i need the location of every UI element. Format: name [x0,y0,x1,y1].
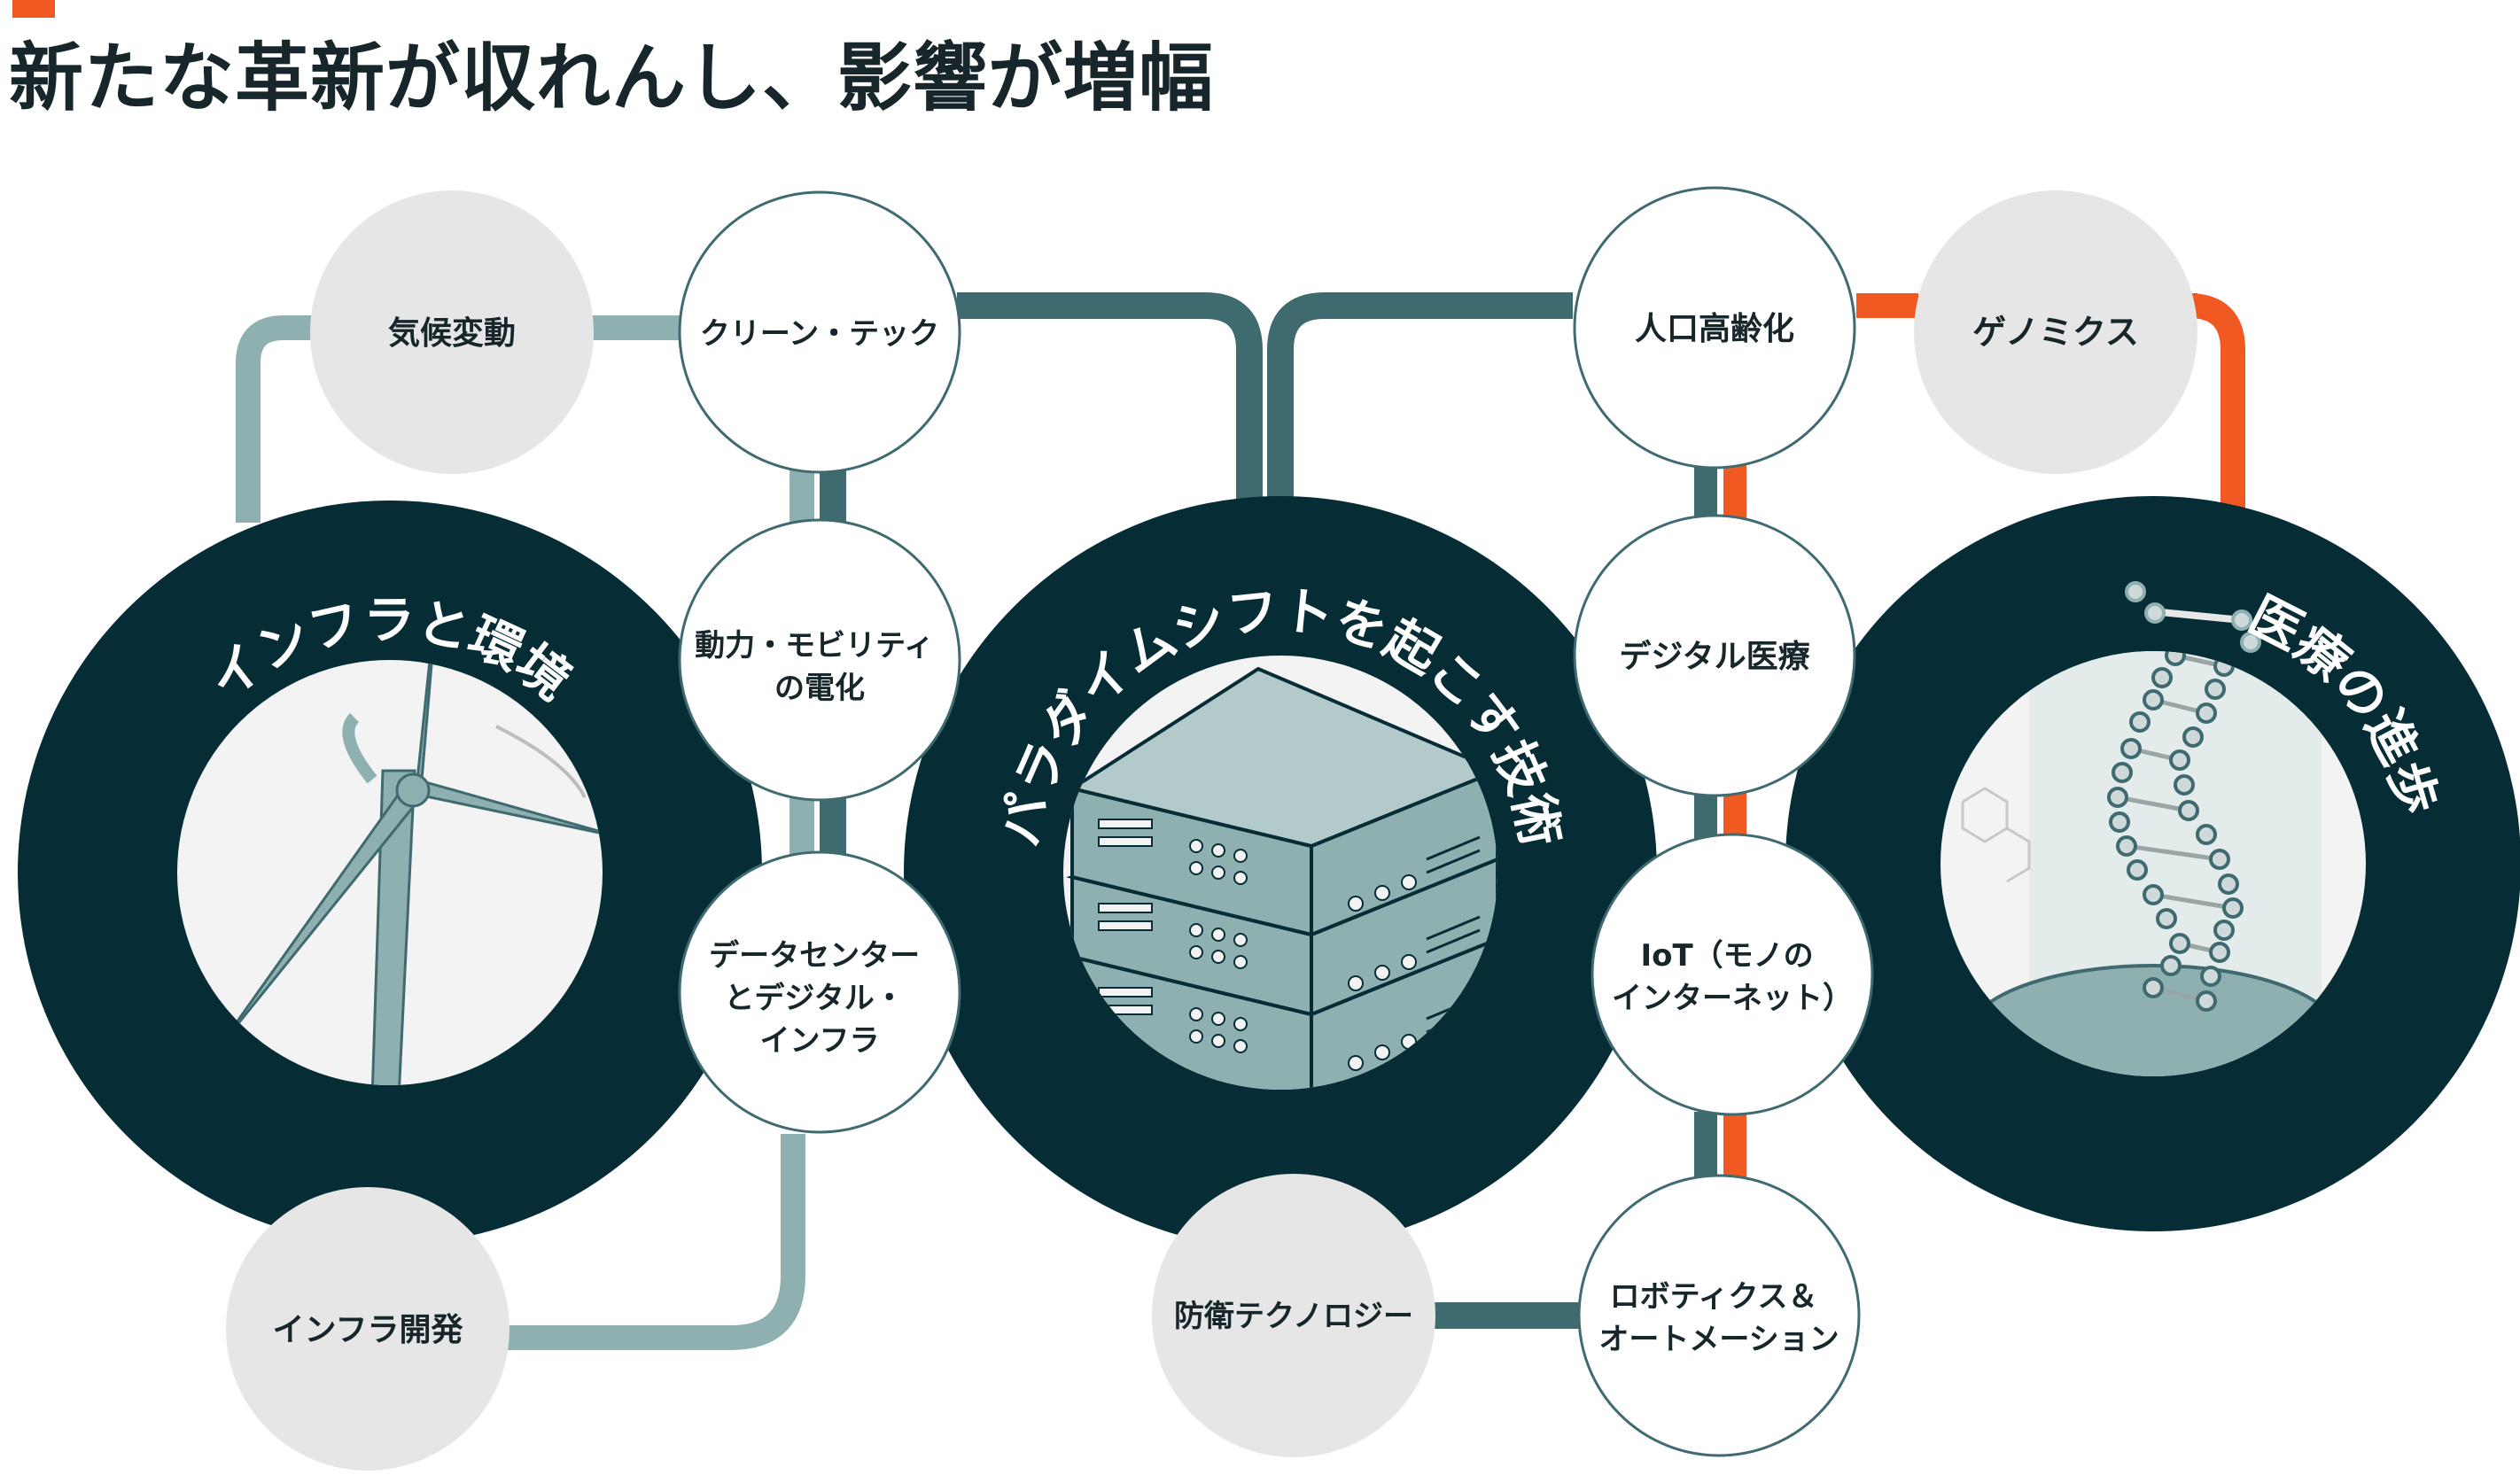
page-title: 新たな革新が収れんし、影響が増幅 [9,35,1215,121]
svg-text:IoT（モノの インターネット）: IoT（モノの インターネット） [1612,938,1853,1016]
svg-text:ロボティクス＆ オートメーション: ロボティクス＆ オートメーション [1598,1279,1839,1357]
node-iot-label-2: インターネット） [1612,981,1853,1016]
node-cleantech-label: クリーン・テック [700,316,939,352]
svg-text:人口高齢化: 人口高齢化 [1635,311,1794,347]
node-infradev-label: インフラ開発 [273,1312,464,1348]
svg-text:デジタル医療: デジタル医療 [1619,638,1809,675]
node-cleantech[interactable]: クリーン・テック [678,190,961,474]
connector-aging-paradigm [1267,292,1573,523]
hub-infra[interactable]: インフラと環境 [18,501,762,1245]
svg-text:クリーン・テック: クリーン・テック [700,316,939,352]
svg-text:ゲノミクス: ゲノミクス [1972,313,2139,352]
svg-text:防衛テクノロジー: 防衛テクノロジー [1174,1299,1413,1334]
node-genomics[interactable]: ゲノミクス [1914,190,2197,474]
hub-medical[interactable]: 医療の進歩 [1785,496,2520,1231]
accent-bar [12,0,55,18]
connector-cleantech-paradigm [957,292,1263,523]
node-defense[interactable]: 防衛テクノロジー [1152,1174,1435,1457]
node-robotics-label-2: オートメーション [1598,1322,1839,1357]
connector-datacenter-infradev [505,1134,805,1350]
node-mobility-label-2: の電化 [774,671,865,706]
node-digitalhealth[interactable]: デジタル医療 [1573,514,1856,797]
node-digitalhealth-label: デジタル医療 [1619,638,1809,675]
svg-text:データセンター とデジタル・ インフ: データセンター とデジタル・ インフラ [709,938,930,1059]
node-climate-label: 気候変動 [388,314,516,352]
node-genomics-label: ゲノミクス [1972,313,2139,352]
node-infradev[interactable]: インフラ開発 [226,1187,509,1471]
svg-text:動力・モビリティ の電化: 動力・モビリティ の電化 [695,628,945,706]
dna-helix-top [2125,581,2261,653]
wind-turbine-icon [215,660,603,1085]
node-aging[interactable]: 人口高齢化 [1573,186,1856,470]
node-iot-label-1: IoT（モノの [1640,938,1813,974]
node-datacenter-label-1: データセンター [709,938,920,974]
node-robotics[interactable]: ロボティクス＆ オートメーション [1577,1174,1861,1457]
node-climate[interactable]: 気候変動 [310,190,594,474]
svg-text:インフラ開発: インフラ開発 [273,1312,464,1348]
node-datacenter-label-2: とデジタル・ [724,981,904,1016]
node-robotics-label-1: ロボティクス＆ [1610,1279,1818,1315]
node-iot[interactable]: IoT（モノの インターネット） [1591,833,1874,1116]
hub-paradigm[interactable]: パラダイムシフトを起こす技術 [904,496,1657,1249]
node-defense-label: 防衛テクノロジー [1174,1299,1413,1334]
svg-text:気候変動: 気候変動 [388,314,516,352]
connector-climate-infra [236,315,328,523]
node-mobility-label-1: 動力・モビリティ [695,628,934,664]
node-datacenter-label-3: インフラ [760,1023,880,1059]
node-mobility[interactable]: 動力・モビリティ の電化 [678,518,961,802]
node-datacenter[interactable]: データセンター とデジタル・ インフラ [678,850,961,1134]
node-aging-label: 人口高齢化 [1635,311,1794,347]
